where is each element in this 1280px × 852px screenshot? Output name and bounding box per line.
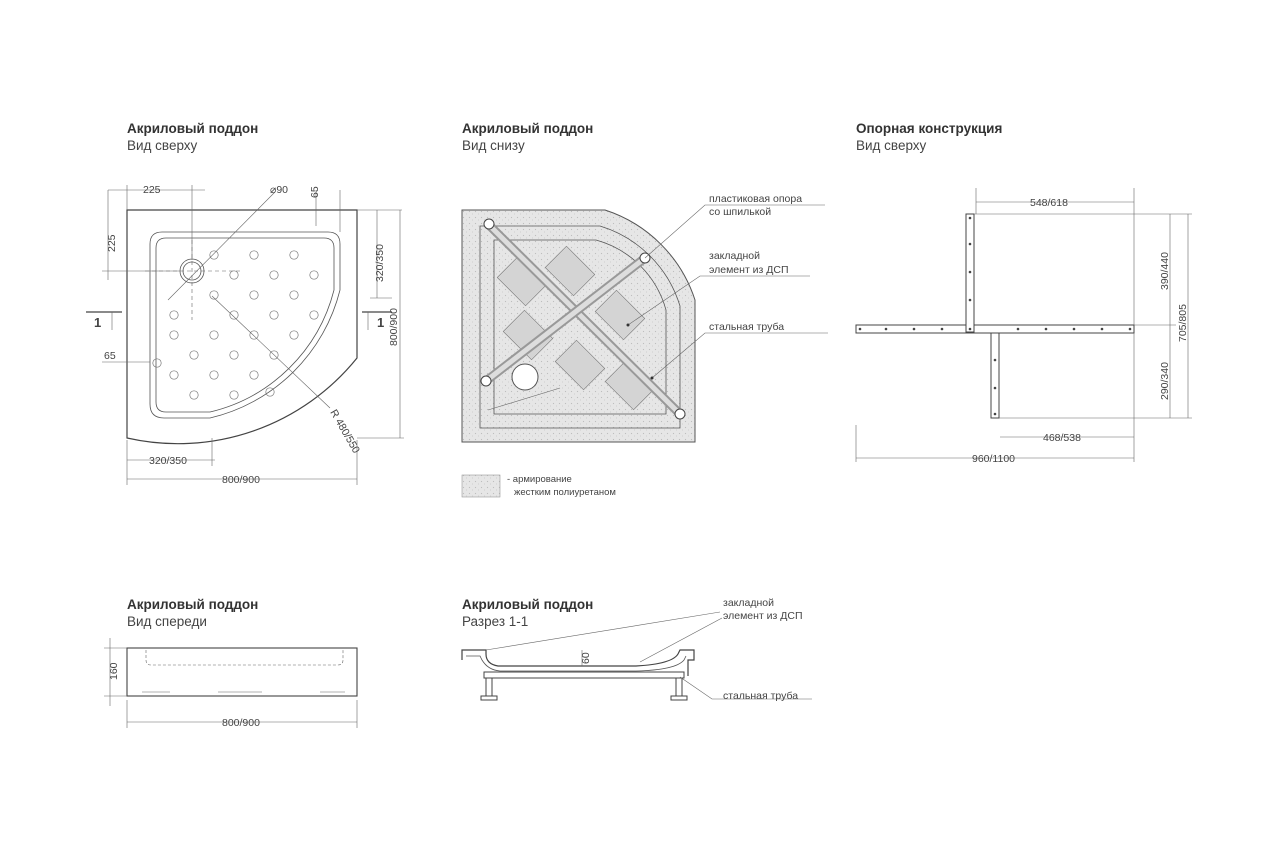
dim-60: 60 [580, 652, 592, 664]
legend-label-2: жестким полиуретаном [514, 487, 616, 498]
label-insert-2: элемент из ДСП [709, 264, 789, 276]
dim-diameter-90: ⌀90 [270, 184, 288, 196]
frame-view-dimensions: 548/618 390/440 705/805 290/340 468/538 … [972, 197, 1189, 465]
legend-label-1: - армирование [507, 474, 572, 485]
top-view-subtitle: Вид сверху [127, 138, 198, 153]
label-section-steel-pipe: стальная труба [723, 690, 798, 702]
dim-65-left: 65 [104, 350, 116, 362]
dim-468-538: 468/538 [1043, 432, 1081, 444]
label-section-insert-2: элемент из ДСП [723, 610, 803, 622]
dim-290-340: 290/340 [1159, 362, 1171, 400]
section-view-drawing [461, 611, 812, 701]
dim-65-top: 65 [309, 186, 321, 198]
dim-705-805: 705/805 [1177, 304, 1189, 342]
section-view-title: Акриловый поддон [462, 597, 594, 612]
anti-slip-dots [152, 250, 319, 400]
dim-320-350-bottom: 320/350 [149, 455, 187, 467]
front-view-dimensions: 160 800/900 [108, 662, 260, 729]
dim-225-left: 225 [106, 234, 118, 252]
bottom-view-subtitle: Вид снизу [462, 138, 525, 153]
label-insert-1: закладной [709, 250, 760, 262]
label-plastic-support-1: пластиковая опора [709, 193, 802, 205]
reinforcement-legend-swatch [461, 474, 501, 498]
dim-radius: R 480/550 [327, 408, 362, 456]
bottom-view-title: Акриловый поддон [462, 121, 594, 136]
bottom-view-drawing [461, 204, 828, 498]
dim-800-900-right: 800/900 [388, 308, 400, 346]
front-view-title: Акриловый поддон [127, 597, 259, 612]
dim-390-440: 390/440 [1159, 252, 1171, 290]
top-view-title: Акриловый поддон [127, 121, 259, 136]
section-view-labels: закладной элемент из ДСП 60 стальная тру… [580, 597, 803, 702]
dim-800-900-bottom: 800/900 [222, 474, 260, 486]
drain-bottom-icon [511, 363, 539, 391]
top-view-drawing [86, 185, 404, 485]
label-plastic-support-2: со шпилькой [709, 206, 771, 218]
dim-548-618: 548/618 [1030, 197, 1068, 209]
frame-view-drawing [855, 188, 1192, 462]
section-mark-right: 1 [377, 315, 384, 330]
section-view-subtitle: Разрез 1-1 [462, 614, 529, 629]
bottom-view-labels: пластиковая опора со шпилькой закладной … [507, 193, 802, 498]
frame-view-title: Опорная конструкция [856, 121, 1003, 136]
front-view-drawing [104, 638, 358, 728]
frame-view-subtitle: Вид сверху [856, 138, 927, 153]
label-steel-pipe: стальная труба [709, 321, 784, 333]
front-view-subtitle: Вид спереди [127, 614, 207, 629]
dim-225-top: 225 [143, 184, 161, 196]
dim-320-350-right: 320/350 [374, 244, 386, 282]
label-section-insert-1: закладной [723, 597, 774, 609]
dim-960-1100: 960/1100 [972, 453, 1015, 465]
dim-160: 160 [108, 662, 120, 680]
section-mark-left: 1 [94, 315, 101, 330]
dim-800-900-front: 800/900 [222, 717, 260, 729]
